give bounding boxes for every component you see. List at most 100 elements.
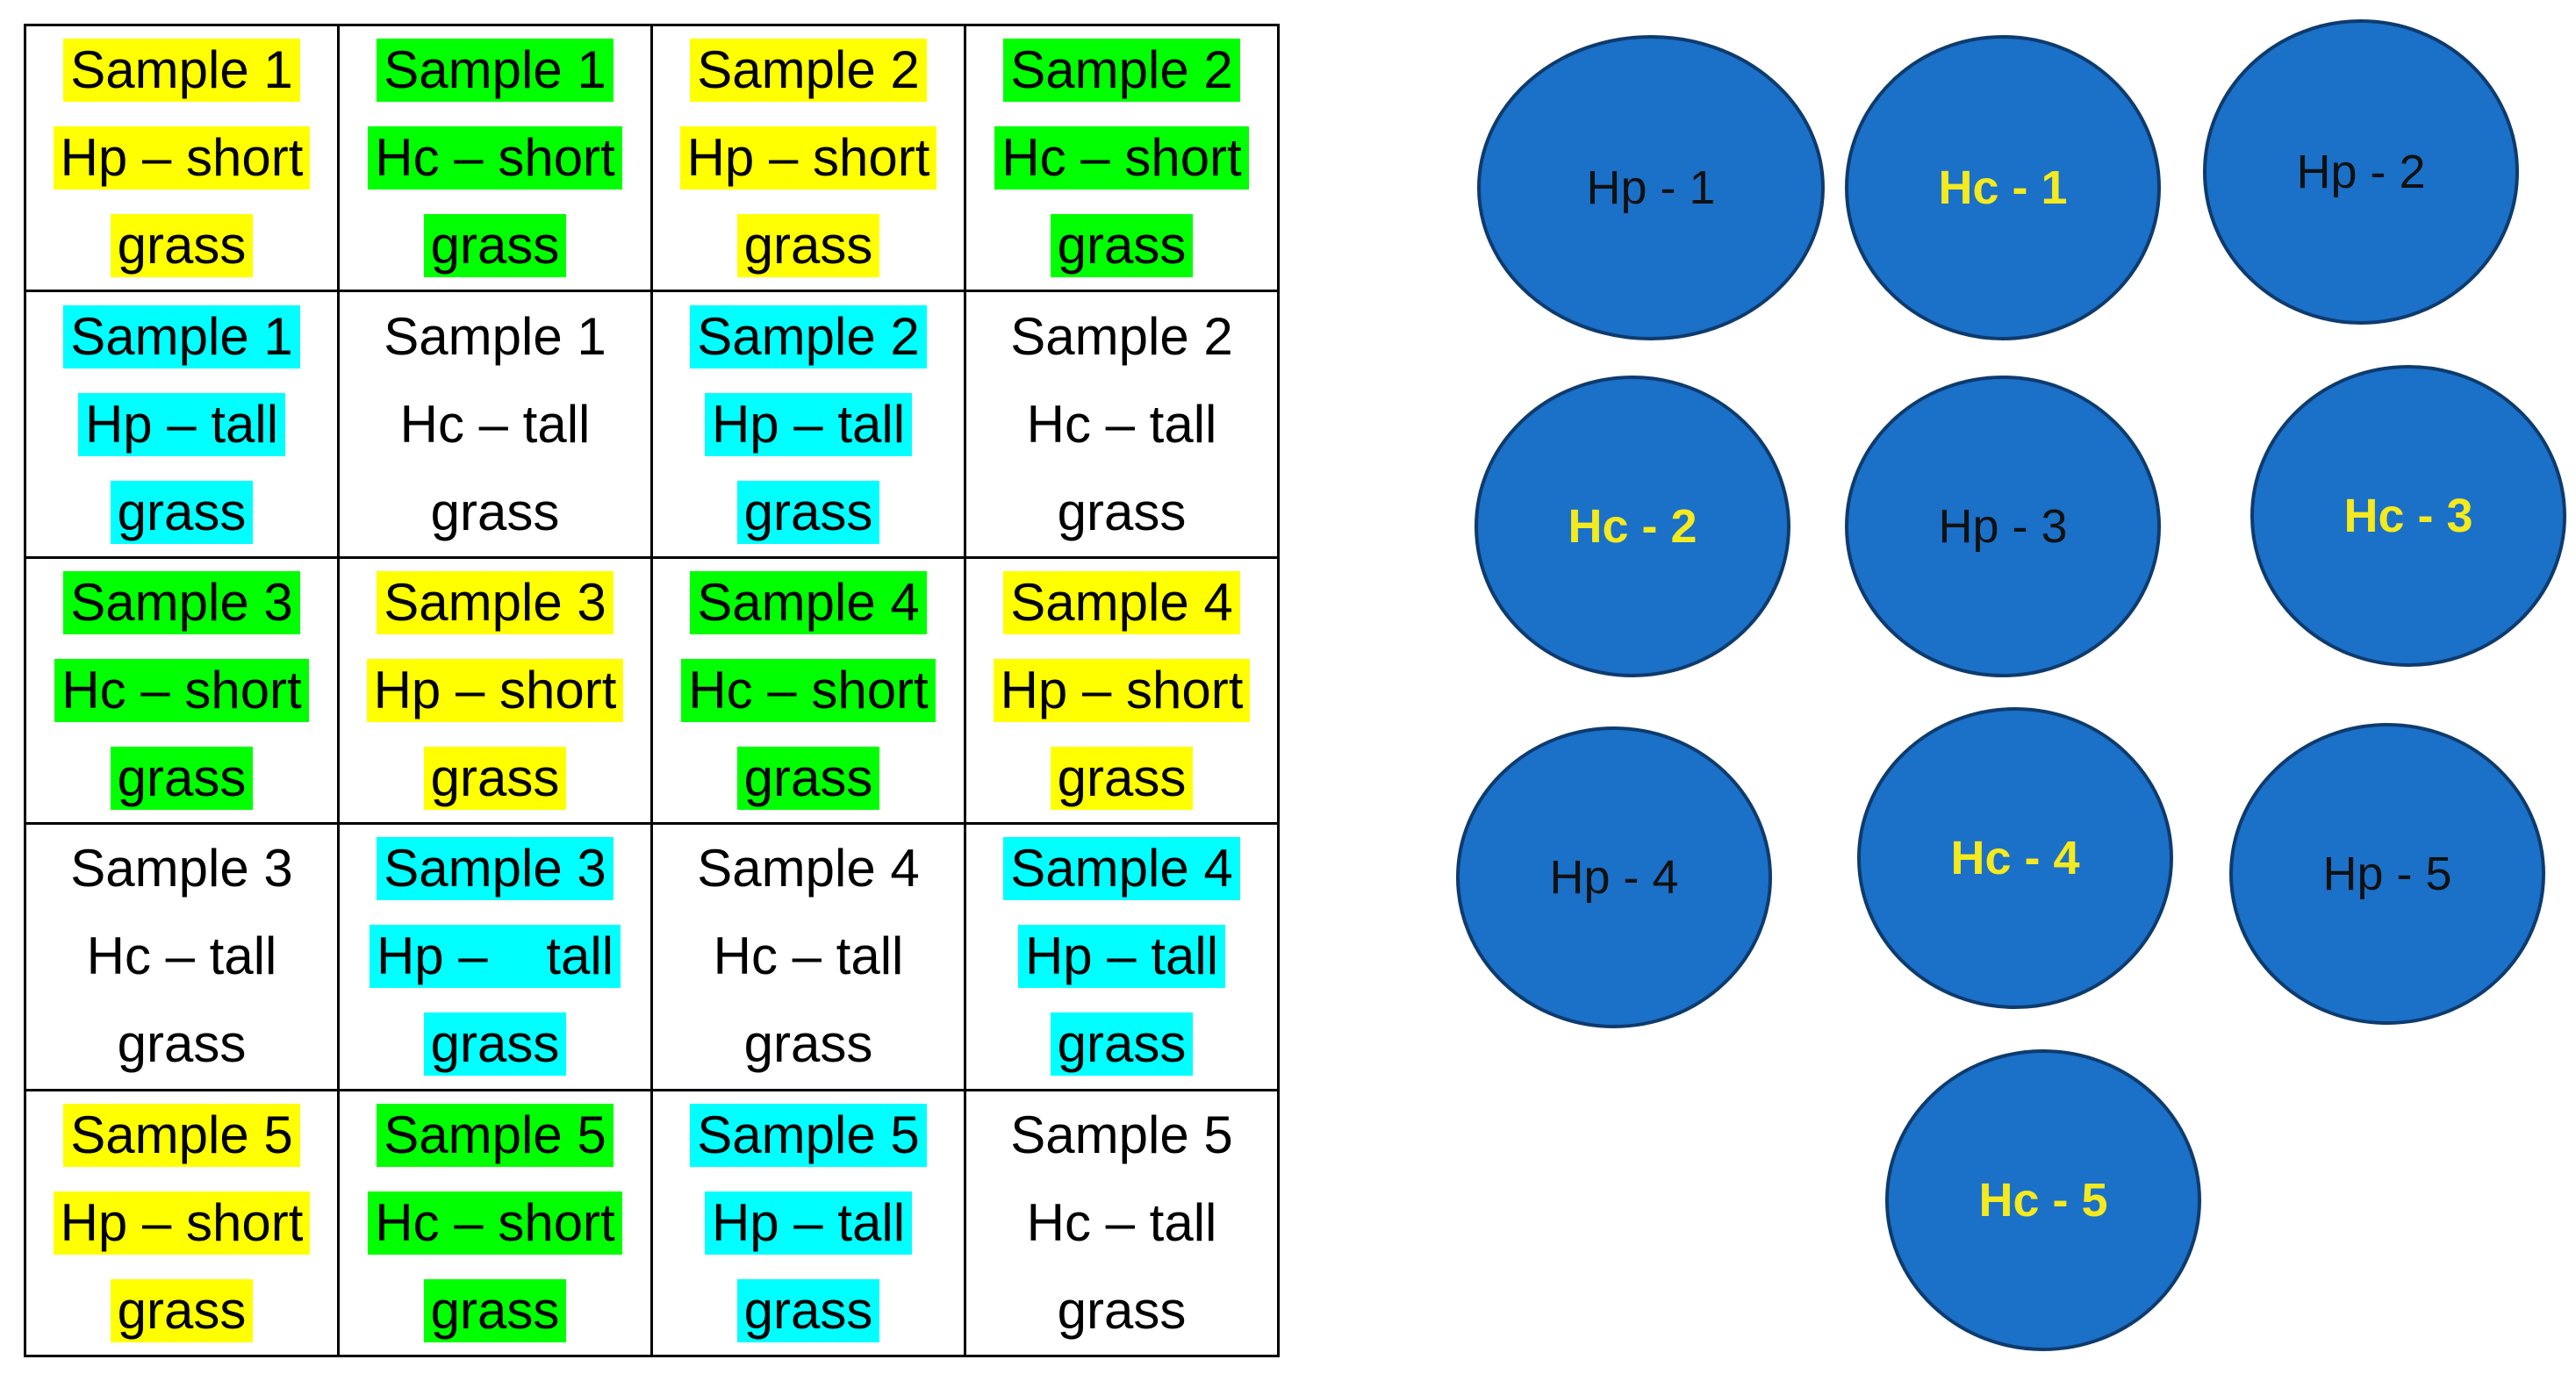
plot-circle-hp-1: Hp - 1 (1477, 35, 1825, 340)
grass-label: grass (1057, 1280, 1187, 1340)
sample-cell: Sample 5 Hc – tall grass (964, 1088, 1280, 1358)
plot-circle-label: Hp - 5 (2322, 848, 2451, 900)
plot-circle-shape (1456, 726, 1772, 1028)
sample-label: Sample 2 (690, 39, 927, 103)
grass-label: grass (1050, 214, 1194, 278)
plot-circle-shape (1845, 376, 2161, 677)
plot-circle-shape (2250, 365, 2566, 667)
treatment-label: Hc – short (368, 126, 622, 190)
plot-circle-label: Hc - 2 (1568, 500, 1697, 553)
plot-circle-label: Hp - 4 (1549, 851, 1678, 904)
plot-circle-hc-3: Hc - 3 (2250, 365, 2566, 667)
treatment-label: Hp – short (993, 658, 1251, 722)
treatment-label: Hp – tall (704, 392, 913, 456)
grass-label: grass (736, 480, 880, 544)
grass-label: grass (1057, 482, 1187, 541)
plot-circle-label: Hc - 4 (1950, 832, 2079, 884)
plot-circle-hp-4: Hp - 4 (1456, 726, 1772, 1028)
treatment-label: Hp – tall (77, 392, 286, 456)
plot-circle-hp-5: Hp - 5 (2229, 723, 2545, 1025)
sample-label: Sample 1 (377, 39, 614, 103)
sample-label: Sample 5 (377, 1103, 614, 1167)
sample-label: Sample 4 (697, 839, 920, 898)
plot-circle-label: Hc - 1 (1938, 161, 2067, 214)
plot-circle-label: Hp - 3 (1938, 500, 2067, 553)
grass-label: grass (736, 214, 880, 278)
sample-label: Sample 3 (63, 570, 300, 634)
sample-cell: Sample 2 Hc – short grass (964, 23, 1280, 293)
plot-circle-label: Hp - 2 (2296, 146, 2425, 198)
grass-label: grass (430, 482, 560, 541)
treatment-label: Hp – short (53, 126, 311, 190)
sample-cell: Sample 1 Hc – short grass (337, 23, 653, 293)
sample-label: Sample 2 (690, 304, 927, 369)
grid-row: Sample 1 Hp – short grass Sample 1 Hc – shor… (24, 23, 1280, 293)
treatment-label: Hc – tall (86, 927, 277, 986)
plot-circle-shape (1477, 35, 1825, 340)
treatment-label: Hp – tall (1017, 925, 1226, 989)
sample-label: Sample 5 (1010, 1105, 1233, 1164)
grid-row: Sample 3 Hc – tall grass Sample 3 Hp – tall g… (24, 822, 1280, 1091)
plot-circle-hp-2: Hp - 2 (2203, 19, 2519, 325)
plot-circle-hc-1: Hc - 1 (1845, 35, 2161, 340)
treatment-label: Hc – short (994, 126, 1249, 190)
treatment-label: Hp – tall (704, 1191, 913, 1255)
sample-cell: Sample 3 Hp – tall grass (337, 822, 653, 1091)
treatment-label: Hc – short (681, 658, 936, 722)
grass-label: grass (117, 1014, 247, 1074)
plot-circle-shape (1885, 1049, 2201, 1351)
grass-label: grass (423, 1012, 567, 1077)
plot-circle-shape (1845, 35, 2161, 340)
grass-label: grass (736, 1278, 880, 1342)
grass-label: grass (423, 1278, 567, 1342)
sample-label: Sample 1 (63, 304, 300, 369)
plot-circle-label: Hc - 3 (2343, 490, 2472, 542)
grass-label: grass (1050, 746, 1194, 810)
sample-label: Sample 3 (70, 839, 293, 898)
treatment-label: Hp – tall (369, 925, 621, 989)
sample-cell: Sample 3 Hc – tall grass (24, 822, 340, 1091)
plot-circle-hc-5: Hc - 5 (1885, 1049, 2201, 1351)
plot-circle-shape (1857, 707, 2173, 1009)
plot-circle-hc-2: Hc - 2 (1475, 376, 1790, 677)
grass-label: grass (423, 214, 567, 278)
treatment-label: Hc – tall (1026, 1192, 1217, 1252)
sample-label: Sample 4 (690, 570, 927, 634)
plot-circle-shape (2229, 723, 2545, 1025)
plot-circle-shape (2203, 19, 2519, 325)
sample-label: Sample 2 (1003, 39, 1240, 103)
grass-label: grass (110, 214, 254, 278)
plot-circle-label: Hp - 1 (1586, 161, 1715, 214)
treatment-label: Hp – short (679, 126, 937, 190)
sample-label: Sample 5 (63, 1103, 300, 1167)
sample-label: Sample 5 (690, 1103, 927, 1167)
plot-circle-hp-3: Hp - 3 (1845, 376, 2161, 677)
plot-circle-hc-4: Hc - 4 (1857, 707, 2173, 1009)
sample-cell: Sample 2 Hp – tall grass (650, 290, 966, 559)
sample-label: Sample 1 (63, 39, 300, 103)
grass-label: grass (743, 1014, 873, 1074)
treatment-label: Hp – short (366, 658, 624, 722)
grass-label: grass (110, 480, 254, 544)
grass-label: grass (110, 746, 254, 810)
sample-label: Sample 4 (1003, 570, 1240, 634)
sample-label: Sample 1 (384, 306, 606, 366)
sample-cell: Sample 2 Hp – short grass (650, 23, 966, 293)
treatment-label: Hc – tall (1026, 394, 1217, 454)
sample-label: Sample 3 (377, 837, 614, 901)
grass-label: grass (1050, 1012, 1194, 1077)
